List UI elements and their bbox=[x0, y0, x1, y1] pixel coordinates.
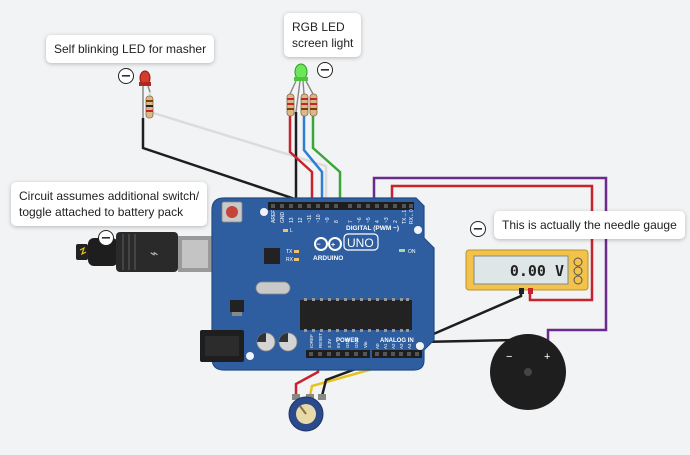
digital-header[interactable] bbox=[268, 202, 414, 210]
tx-led-label: TX bbox=[286, 249, 293, 255]
pin-label: Vin bbox=[363, 341, 368, 348]
mounting-hole bbox=[246, 352, 254, 360]
annotation-collapse-needle-gauge[interactable]: − bbox=[470, 221, 486, 237]
wire-rgb-blue[interactable] bbox=[302, 116, 324, 204]
pin-label: ~5 bbox=[366, 217, 372, 223]
pin-label: A4 bbox=[407, 343, 412, 349]
annotation-collapse-masher-led[interactable]: − bbox=[118, 68, 134, 84]
pin-label: A2 bbox=[391, 343, 396, 349]
uno-label: UNO bbox=[347, 236, 374, 250]
arduino-uno-board[interactable]: AREF GND 13 12 ~11 ~10 ~9 8 7 ~6 ~5 4 ~3… bbox=[200, 197, 435, 371]
capacitors bbox=[256, 332, 298, 352]
pin-label: IOREF bbox=[309, 334, 314, 348]
rgb-led[interactable] bbox=[289, 63, 314, 113]
annotation-needle-gauge: This is actually the needle gauge bbox=[494, 211, 685, 239]
pin-label: 2 bbox=[393, 220, 399, 223]
pin-label: 5V bbox=[336, 342, 341, 348]
mounting-hole bbox=[414, 226, 422, 234]
pin-label: 12 bbox=[298, 217, 304, 223]
annotation-collapse-switch[interactable]: − bbox=[98, 230, 114, 246]
svg-text:+: + bbox=[331, 242, 335, 249]
mounting-hole bbox=[260, 208, 268, 216]
piezo-buzzer[interactable]: − + bbox=[490, 334, 566, 410]
pin-label: TX→1 bbox=[402, 210, 408, 224]
masher-led[interactable] bbox=[139, 70, 154, 119]
on-led-label: ON bbox=[408, 249, 416, 255]
analog-in-label: ANALOG IN bbox=[380, 338, 414, 344]
usb-chip bbox=[264, 248, 280, 264]
wire-purple-buzzer[interactable] bbox=[372, 176, 608, 350]
reset-button[interactable] bbox=[221, 201, 243, 223]
pin-label: ~9 bbox=[325, 217, 331, 223]
pin-label: GND bbox=[280, 212, 286, 224]
digital-pwm-label: DIGITAL (PWM ~) bbox=[346, 225, 399, 232]
l-led bbox=[283, 229, 288, 232]
pin-label: A1 bbox=[383, 343, 388, 349]
pin-label: ~3 bbox=[384, 217, 390, 223]
pin-label: RESET bbox=[318, 333, 323, 348]
rgb-led-resistors[interactable] bbox=[286, 93, 318, 117]
pin-label: A3 bbox=[399, 343, 404, 349]
pin-label: ~11 bbox=[307, 215, 313, 223]
pin-label: A0 bbox=[375, 343, 380, 349]
pin-label: A5 bbox=[415, 343, 420, 349]
potentiometer[interactable] bbox=[288, 394, 326, 432]
svg-text:⌁: ⌁ bbox=[150, 246, 158, 262]
arduino-logo: − + ARDUINO bbox=[313, 237, 343, 262]
uno-badge bbox=[343, 233, 379, 251]
mounting-hole bbox=[416, 342, 424, 350]
voltmeter-display bbox=[473, 255, 569, 285]
annotation-switch: Circuit assumes additional switch/ toggl… bbox=[11, 182, 208, 226]
annotation-rgb-led: RGB LED screen light bbox=[284, 13, 362, 57]
microcontroller-chip bbox=[300, 300, 412, 330]
annotation-masher-led: Self blinking LED for masher bbox=[46, 35, 215, 63]
pin-label: 13 bbox=[289, 217, 295, 223]
pin-label: GND bbox=[345, 337, 350, 348]
pin-label: ~10 bbox=[316, 214, 322, 223]
annotation-collapse-rgb-led[interactable]: − bbox=[317, 62, 333, 78]
rx-led-label: RX bbox=[286, 257, 294, 263]
pin-label: RX←0 bbox=[409, 209, 415, 224]
l-led-label: L bbox=[290, 228, 293, 234]
pin-label: 7 bbox=[348, 220, 354, 223]
pin-label: 4 bbox=[375, 220, 381, 223]
pin-label: AREF bbox=[271, 210, 277, 223]
wire-rgb-green[interactable] bbox=[311, 116, 342, 204]
analog-header[interactable] bbox=[372, 350, 422, 358]
wire-rgb-red[interactable] bbox=[288, 116, 314, 204]
svg-text:−: − bbox=[317, 242, 321, 249]
pin-label: 3.3V bbox=[327, 339, 332, 348]
voltmeter-mode-icons bbox=[573, 257, 583, 285]
buzzer-minus-label: − bbox=[506, 351, 512, 363]
pin-label: ~6 bbox=[357, 217, 363, 223]
pin-label: GND bbox=[354, 337, 359, 348]
voltmeter-reading: 0.00 V bbox=[510, 262, 564, 280]
arduino-wordmark: ARDUINO bbox=[313, 255, 343, 262]
crystal bbox=[255, 281, 291, 295]
buzzer-plus-label: + bbox=[544, 351, 550, 363]
power-label: POWER bbox=[336, 338, 359, 344]
wire-red-gauge[interactable] bbox=[390, 184, 594, 302]
on-led bbox=[399, 249, 405, 252]
voltmeter[interactable]: 0.00 V bbox=[465, 249, 589, 294]
pin-label: 8 bbox=[334, 220, 340, 223]
voltage-regulator bbox=[230, 300, 244, 312]
barrel-plug[interactable]: ⌁ bbox=[76, 232, 212, 272]
